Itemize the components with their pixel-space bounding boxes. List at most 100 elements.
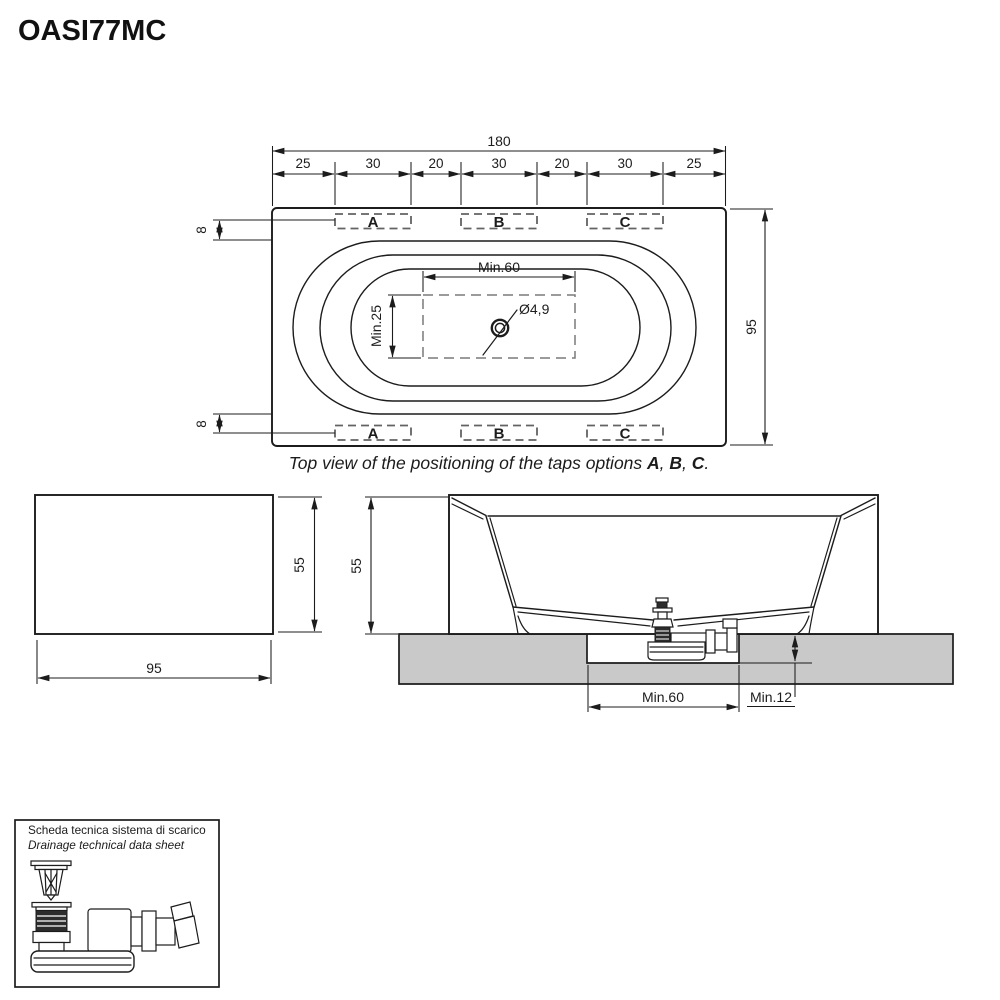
tub-rim-outer [292,240,697,415]
pipe-fitting [726,627,738,653]
tub-foot-right-2 [796,615,810,635]
top-view: 180 25 30 20 30 20 30 25 [194,133,773,473]
dim-label-180: 180 [487,133,511,149]
popup-plug-drawing [30,860,72,901]
caption-option-c: C [692,453,705,473]
seg-label: 20 [428,156,443,171]
tap-box-b-bottom [460,424,538,441]
drainage-sheet-box: Scheda tecnica sistema di scarico Draina… [14,819,220,988]
drain-flange-under [35,906,68,912]
top-view-caption: Top view of the positioning of the taps … [289,453,710,473]
sheet-title-italian: Scheda tecnica sistema di scarico [28,823,206,837]
drain-nut [32,930,71,944]
dim-label-min25: Min.25 [368,305,384,347]
trap-base [30,950,135,973]
side-height-dim: 55 [348,496,448,635]
pipe-fitting-cap [722,618,738,629]
offset-dim-bottom: 8 [194,413,335,434]
tub-bevel-left [451,497,487,517]
seg-label: 25 [295,156,310,171]
caption-prefix: Top view of the positioning of the taps … [289,453,647,473]
segment-dimensions: 25 30 20 30 20 30 25 [272,156,726,205]
tap-label-a-bottom: A [368,426,379,443]
popup-stem [657,611,668,620]
basin-floor-left [512,606,654,621]
dim-label-55-side: 55 [348,558,364,574]
trap-pipe [155,917,176,946]
plug-cap-top [30,860,72,867]
tub-bevel-left-2 [451,503,484,520]
trap-outlet-body [173,915,200,949]
tap-box-c-bottom [586,424,664,441]
dim-label-min60-top: Min.60 [478,259,520,275]
tub-wall-left [485,515,514,608]
trap-bowl [647,641,706,661]
dim-label-95: 95 [743,319,759,335]
drain-zone-dashed [422,294,576,359]
drain-tube [38,941,65,953]
side-view: 55 Min.60 Min.12 [348,494,954,712]
tub-rim-inner [350,268,641,387]
plug-tip [45,894,57,901]
dim-label-min12: Min.12 [750,689,792,705]
tub-foot-right [808,606,815,635]
seg-label: 20 [554,156,569,171]
seg-label: 30 [365,156,380,171]
dim-label-55-end: 55 [291,557,307,573]
recess-depth-dim: Min.12 [739,635,812,708]
plug-crown-cross [44,872,57,893]
dim-label-min60-side: Min.60 [642,689,684,705]
tap-box-a-top [334,213,412,230]
end-view: 55 95 [34,494,322,684]
tap-box-c-top [586,213,664,230]
seg-label: 25 [686,156,701,171]
basin-floor-right [673,606,815,621]
caption-option-b: B [669,453,682,473]
drain-trap-drawing [30,901,200,973]
tub-wall-right [813,515,842,608]
tub-wall-right-2 [810,517,838,607]
tap-label-a-top: A [368,214,379,231]
pipe-nut [705,629,716,654]
popup-knob [655,597,669,603]
pipe-section [714,632,729,651]
tub-foot-left [512,606,519,635]
seg-label: 30 [617,156,632,171]
tap-label-b-bottom: B [494,426,505,443]
dim-label-drain-diameter: Ø4,9 [519,301,550,317]
caption-sep1: , [660,453,670,473]
drain-hole-outer [490,318,510,338]
plug-crown-cross [45,872,58,893]
sheet-title-english: Drainage technical data sheet [28,838,185,852]
trap-pipe-start [130,916,143,947]
tap-label-c-top: C [620,214,631,231]
tub-wall-left-2 [489,517,517,607]
tap-box-b-top [460,213,538,230]
drain-leader-line [482,309,518,356]
trap-pipe-nut [141,910,157,952]
dim-label-8-top: 8 [194,226,209,234]
height-dim-95: 95 [730,208,773,446]
tub-rim-middle [319,254,672,402]
tub-bevel-right-2 [843,503,876,520]
page-title: OASI77MC [18,15,166,47]
drain-flange [651,618,674,628]
tap-label-b-top: B [494,214,505,231]
tap-label-c-bottom: C [620,426,631,443]
caption-option-a: A [646,453,660,473]
dim-label-95-end: 95 [146,660,162,676]
basin-floor-left-under [517,611,651,627]
trap-cylinder [87,908,132,953]
popup-knob-body [656,601,668,609]
tap-boxes-top: A B C [334,213,664,231]
tub-outline-top [271,207,727,447]
drain-flange-top [31,901,72,908]
caption-suffix: . [704,453,709,473]
basin-floor-right-under [677,611,810,627]
dim-label-8-bottom: 8 [194,420,209,428]
tub-bevel-right [840,497,876,517]
seg-label: 30 [491,156,506,171]
drain-assembly-side [647,597,738,661]
